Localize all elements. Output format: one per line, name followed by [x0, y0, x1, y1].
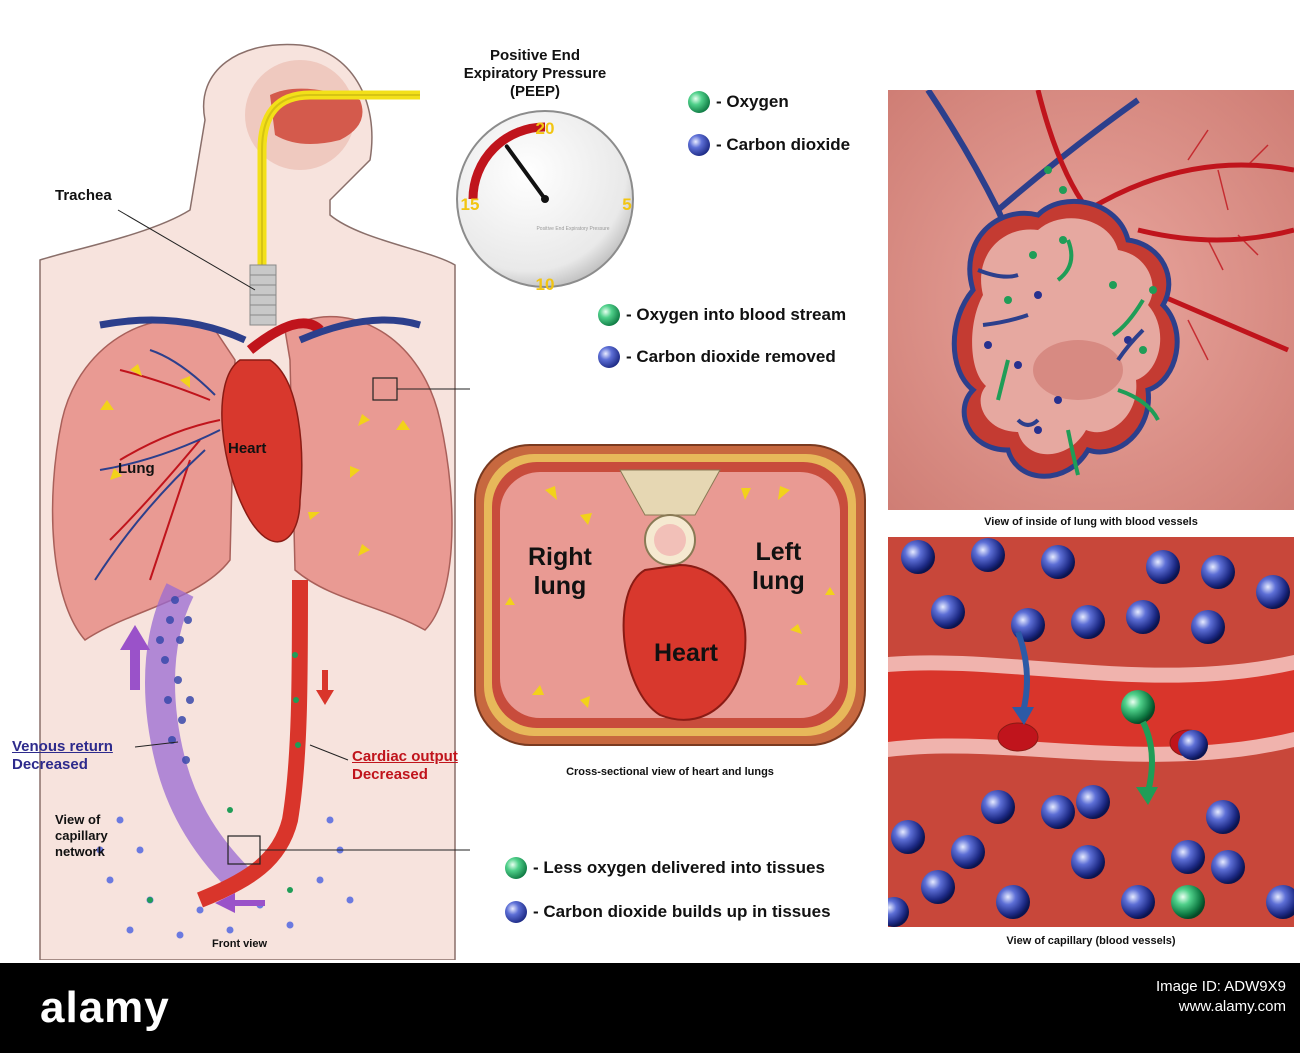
legend-oxygen: - Oxygen: [688, 91, 789, 113]
legend-less-oxygen: - Less oxygen delivered into tissues: [505, 857, 825, 879]
gauge-tick-top: 20: [536, 119, 555, 138]
label-capillary-network: View of capillary network: [55, 812, 108, 860]
gauge-tick-left: 15: [461, 195, 480, 214]
label-cardiac-decreased: Decreased: [352, 766, 428, 783]
label-trachea: Trachea: [55, 187, 112, 204]
gauge-tick-bottom: 10: [536, 275, 555, 294]
legend-less-oxygen-label: - Less oxygen delivered into tissues: [533, 858, 825, 878]
capillary-panel: [888, 537, 1294, 927]
oxygen-molecule-icon: [598, 304, 620, 326]
cross-label-heart: Heart: [654, 639, 718, 668]
peep-gauge: 20 5 10 15 Positive End Expiratory Press…: [455, 104, 635, 294]
footer-bar: alamy Image ID: ADW9X9 www.alamy.com: [0, 963, 1300, 1053]
label-front-view: Front view: [212, 938, 267, 950]
cross-section-caption: Cross-sectional view of heart and lungs: [505, 766, 835, 778]
image-id-text: Image ID: ADW9X9: [1156, 977, 1286, 997]
legend-oxygen-into-blood-label: - Oxygen into blood stream: [626, 305, 846, 325]
legend-co2-removed: - Carbon dioxide removed: [598, 346, 836, 368]
co2-molecule-icon: [688, 134, 710, 156]
cross-label-left-lung: Left lung: [752, 538, 805, 596]
legend-oxygen-label: - Oxygen: [716, 92, 789, 112]
co2-molecule-icon: [598, 346, 620, 368]
oxygen-molecule-icon: [688, 91, 710, 113]
alveoli-caption: View of inside of lung with blood vessel…: [888, 516, 1294, 528]
legend-co2-builds: - Carbon dioxide builds up in tissues: [505, 901, 831, 923]
legend-co2-removed-label: - Carbon dioxide removed: [626, 347, 836, 367]
gauge-title: Positive End Expiratory Pressure (PEEP): [440, 47, 630, 101]
footer-image-id: Image ID: ADW9X9 www.alamy.com: [1156, 977, 1286, 1017]
site-url-text: www.alamy.com: [1156, 997, 1286, 1017]
cross-label-right-lung: Right lung: [528, 543, 592, 601]
gauge-tick-right: 5: [622, 195, 631, 214]
label-heart: Heart: [228, 440, 266, 457]
label-lung: Lung: [118, 460, 155, 477]
oxygen-molecule-icon: [505, 857, 527, 879]
legend-carbon-dioxide: - Carbon dioxide: [688, 134, 850, 156]
legend-oxygen-into-blood: - Oxygen into blood stream: [598, 304, 846, 326]
legend-co2-builds-label: - Carbon dioxide builds up in tissues: [533, 902, 831, 922]
co2-molecule-icon: [505, 901, 527, 923]
gauge-inner-text: Positive End Expiratory Pressure: [536, 226, 609, 232]
legend-co2-label: - Carbon dioxide: [716, 135, 850, 155]
alamy-logo: alamy: [40, 983, 170, 1033]
label-venous-decreased: Decreased: [12, 756, 88, 773]
capillary-caption: View of capillary (blood vessels): [888, 935, 1294, 947]
label-venous-return: Venous return: [12, 738, 113, 755]
alveoli-panel: [888, 90, 1294, 510]
label-cardiac-output: Cardiac output: [352, 748, 458, 765]
